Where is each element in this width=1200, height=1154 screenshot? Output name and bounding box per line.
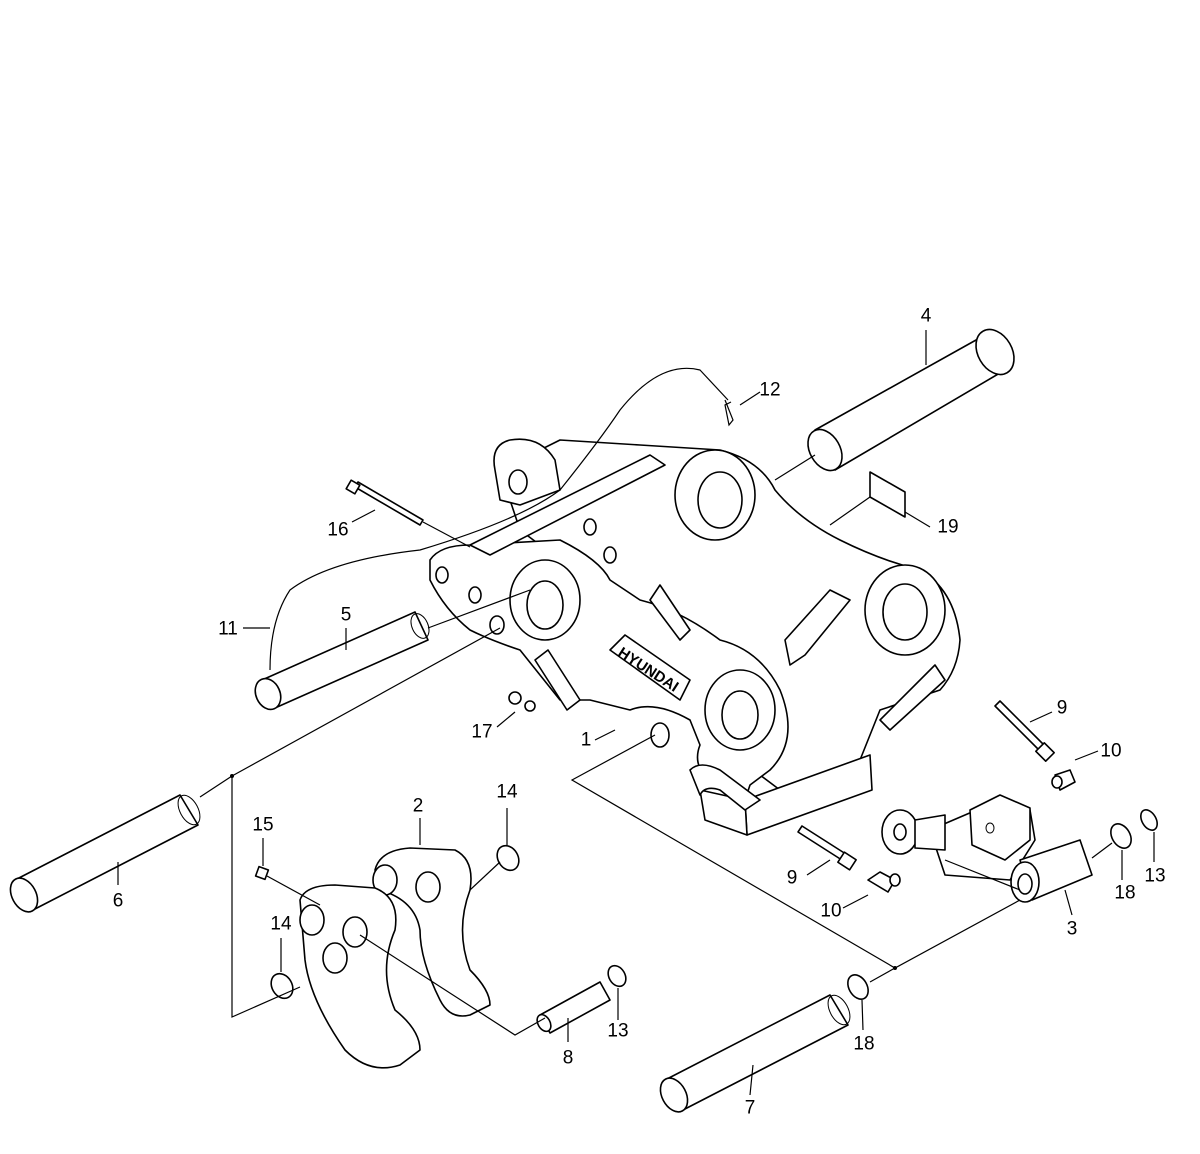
- callout-14-upper: 14: [496, 781, 518, 803]
- callout-15: 15: [252, 814, 274, 836]
- callout-19: 19: [937, 516, 959, 538]
- callout-10-upper: 10: [1100, 740, 1122, 762]
- callout-9-upper: 9: [1056, 697, 1068, 719]
- part-7-pin: [659, 994, 851, 1113]
- part-5-pin: [254, 611, 430, 711]
- callout-13-right: 13: [1144, 865, 1166, 887]
- leader-lines: [117, 330, 1155, 1096]
- part-1-frame: HYUNDAI: [429, 438, 961, 836]
- part-11-wire: [269, 367, 729, 671]
- callout-17: 17: [471, 721, 493, 743]
- callout-9-lower: 9: [786, 867, 798, 889]
- callout-1: 1: [580, 729, 592, 751]
- callout-4: 4: [920, 305, 932, 327]
- callout-8: 8: [562, 1047, 574, 1069]
- part-3-cylinder: [881, 794, 1093, 903]
- callout-18-lower: 18: [853, 1033, 875, 1055]
- callout-14-lower: 14: [270, 913, 292, 935]
- callout-2: 2: [412, 795, 424, 817]
- callout-16: 16: [327, 519, 349, 541]
- part-6-pin: [9, 794, 201, 913]
- part-2-hook-plates: [299, 847, 491, 1069]
- small-parts: [254, 399, 1158, 1034]
- callout-12: 12: [759, 379, 781, 401]
- callout-3: 3: [1066, 918, 1078, 940]
- callout-5: 5: [340, 604, 352, 626]
- callout-11: 11: [218, 618, 238, 640]
- callout-6: 6: [112, 890, 124, 912]
- callout-7: 7: [744, 1097, 756, 1119]
- part-4-pin: [807, 328, 1015, 472]
- callout-18-right: 18: [1114, 882, 1136, 904]
- callout-13-lower: 13: [607, 1020, 629, 1042]
- callout-10-lower: 10: [820, 900, 842, 922]
